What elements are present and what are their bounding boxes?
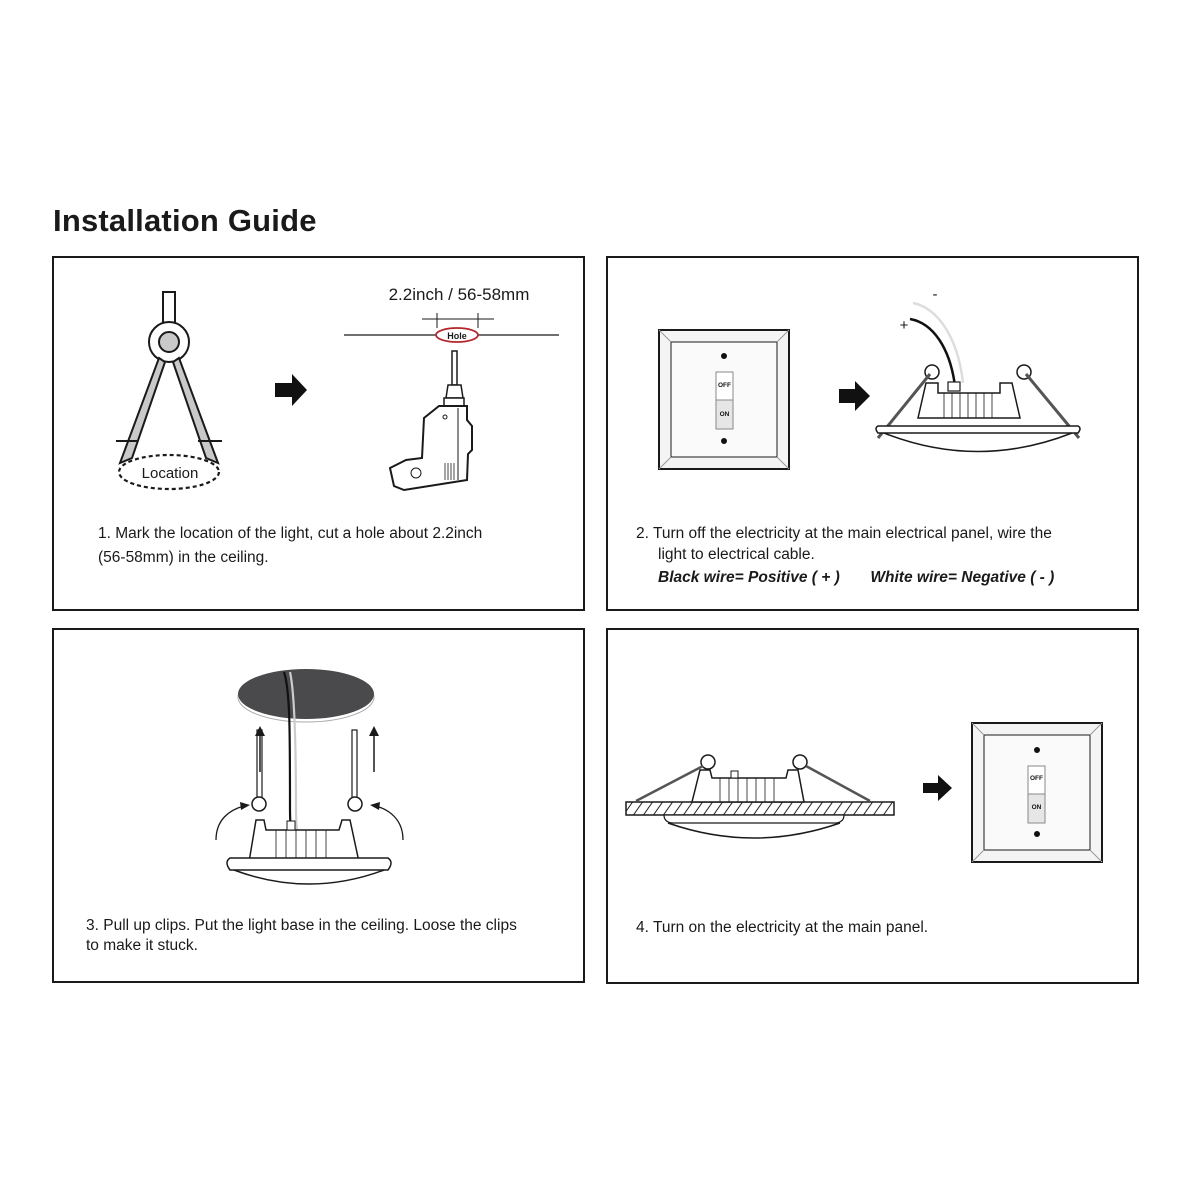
switch-on-label: ON — [1032, 804, 1042, 811]
location-label: Location — [142, 465, 199, 482]
compass-icon: Location — [116, 291, 222, 491]
curved-arrow-icon — [370, 802, 404, 841]
step-1-caption: 1. Mark the location of the light, cut a… — [98, 525, 483, 566]
installed-fixture-icon — [625, 754, 895, 839]
drill-icon: 2.2inch / 56-58mm Hole — [344, 285, 559, 492]
plus-label: + — [900, 317, 909, 334]
page-title: Installation Guide — [53, 203, 317, 238]
dimension-label: 2.2inch / 56-58mm — [389, 285, 530, 304]
switch-off-label: OFF — [718, 382, 731, 389]
arrow-right-icon — [839, 381, 870, 411]
curved-arrow-icon — [215, 802, 250, 841]
hole-label: Hole — [447, 331, 467, 341]
arrow-right-icon — [275, 374, 307, 406]
switch-on-label: ON — [720, 411, 730, 418]
step-4-panel: OFF ON 4. Turn on the electricity at the… — [606, 628, 1139, 984]
arrow-right-icon — [923, 775, 952, 801]
minus-label: - — [933, 286, 938, 303]
arrow-up-icon — [369, 726, 379, 772]
step-2-panel: OFF ON + - 2. T — [606, 256, 1139, 611]
step-4-caption: 4. Turn on the electricity at the main p… — [636, 919, 929, 936]
arrow-up-icon — [255, 726, 265, 772]
downlight-fixture-icon: + - — [875, 286, 1081, 453]
ceiling-hole-icon — [237, 669, 375, 723]
wire-legend: Black wire= Positive ( + ) White wire= N… — [658, 569, 1054, 587]
white-wire-note: White wire= Negative ( - ) — [870, 569, 1055, 586]
light-switch-icon: OFF ON — [658, 329, 790, 470]
step-3-caption: 3. Pull up clips. Put the light base in … — [86, 917, 517, 954]
step-2-caption: 2. Turn off the electricity at the main … — [636, 525, 1052, 563]
light-switch-icon: OFF ON — [971, 722, 1103, 863]
step-3-panel: 3. Pull up clips. Put the light base in … — [52, 628, 585, 983]
black-wire-note: Black wire= Positive ( + ) — [658, 569, 840, 586]
step-1-panel: Location 2.2inch / 56-58mm Hole — [52, 256, 585, 611]
switch-off-label: OFF — [1030, 775, 1043, 782]
